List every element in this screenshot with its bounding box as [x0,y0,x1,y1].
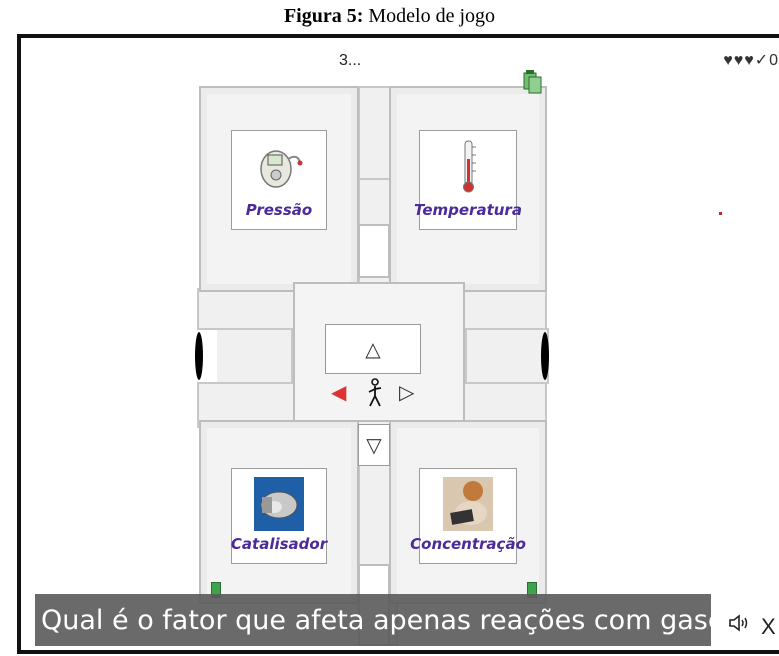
countdown-text: 3... [339,52,362,69]
room-label-catalisador: Catalisador [230,535,328,553]
room-label-temperatura: Temperatura [414,201,522,219]
maze: Pressão Temperatura Catalisador [21,38,779,650]
room-card-temperatura[interactable]: Temperatura [414,130,522,230]
pressure-gauge-icon [260,150,303,188]
speaker-icon [729,614,748,632]
player-icon [364,378,388,410]
thermometer-icon [463,140,476,193]
room-card-catalisador[interactable]: Catalisador [231,468,327,564]
figure-caption-number: Figura 5: [283,5,364,27]
inventory-button[interactable] [523,70,543,99]
student-studying-icon [443,477,493,531]
up-arrow-icon: △ [365,338,381,361]
move-up-button[interactable]: △ [325,324,421,374]
move-left-button[interactable]: ◀ [331,380,353,410]
sound-button[interactable] [727,612,749,640]
inventory-icon [523,70,542,94]
figure-caption-text: Modelo de jogo [363,5,496,27]
question-text: Qual é o fator que afeta apenas reações … [41,604,753,636]
move-right-button[interactable]: ▷ [399,380,421,410]
left-arrow-icon: ◀ [331,382,347,404]
figure-caption: Figura 5: Modelo de jogo [0,0,779,32]
right-corridor [465,328,549,384]
room-label-concentracao: Concentração [410,535,526,553]
right-arrow-icon: ▷ [399,382,415,404]
room-card-concentracao[interactable]: Concentração [410,468,526,564]
move-down-button[interactable]: ▽ [358,424,390,466]
close-button[interactable]: X [761,614,776,640]
room-card-pressao[interactable]: Pressão [231,130,327,230]
corridor-gap-top [358,224,390,278]
question-banner: Qual é o fator que afeta apenas reações … [35,594,753,646]
down-arrow-icon: ▽ [366,434,382,457]
marker-dot [719,212,722,215]
room-label-pressao: Pressão [245,201,313,219]
right-door [541,332,549,380]
left-door [195,332,203,380]
lives-and-score: ♥♥♥✓0 [723,52,779,69]
catalytic-converter-icon [254,477,304,531]
walking-person-icon [368,378,382,407]
game-window: Pressão Temperatura Catalisador [17,34,779,654]
close-icon: X [761,614,776,639]
